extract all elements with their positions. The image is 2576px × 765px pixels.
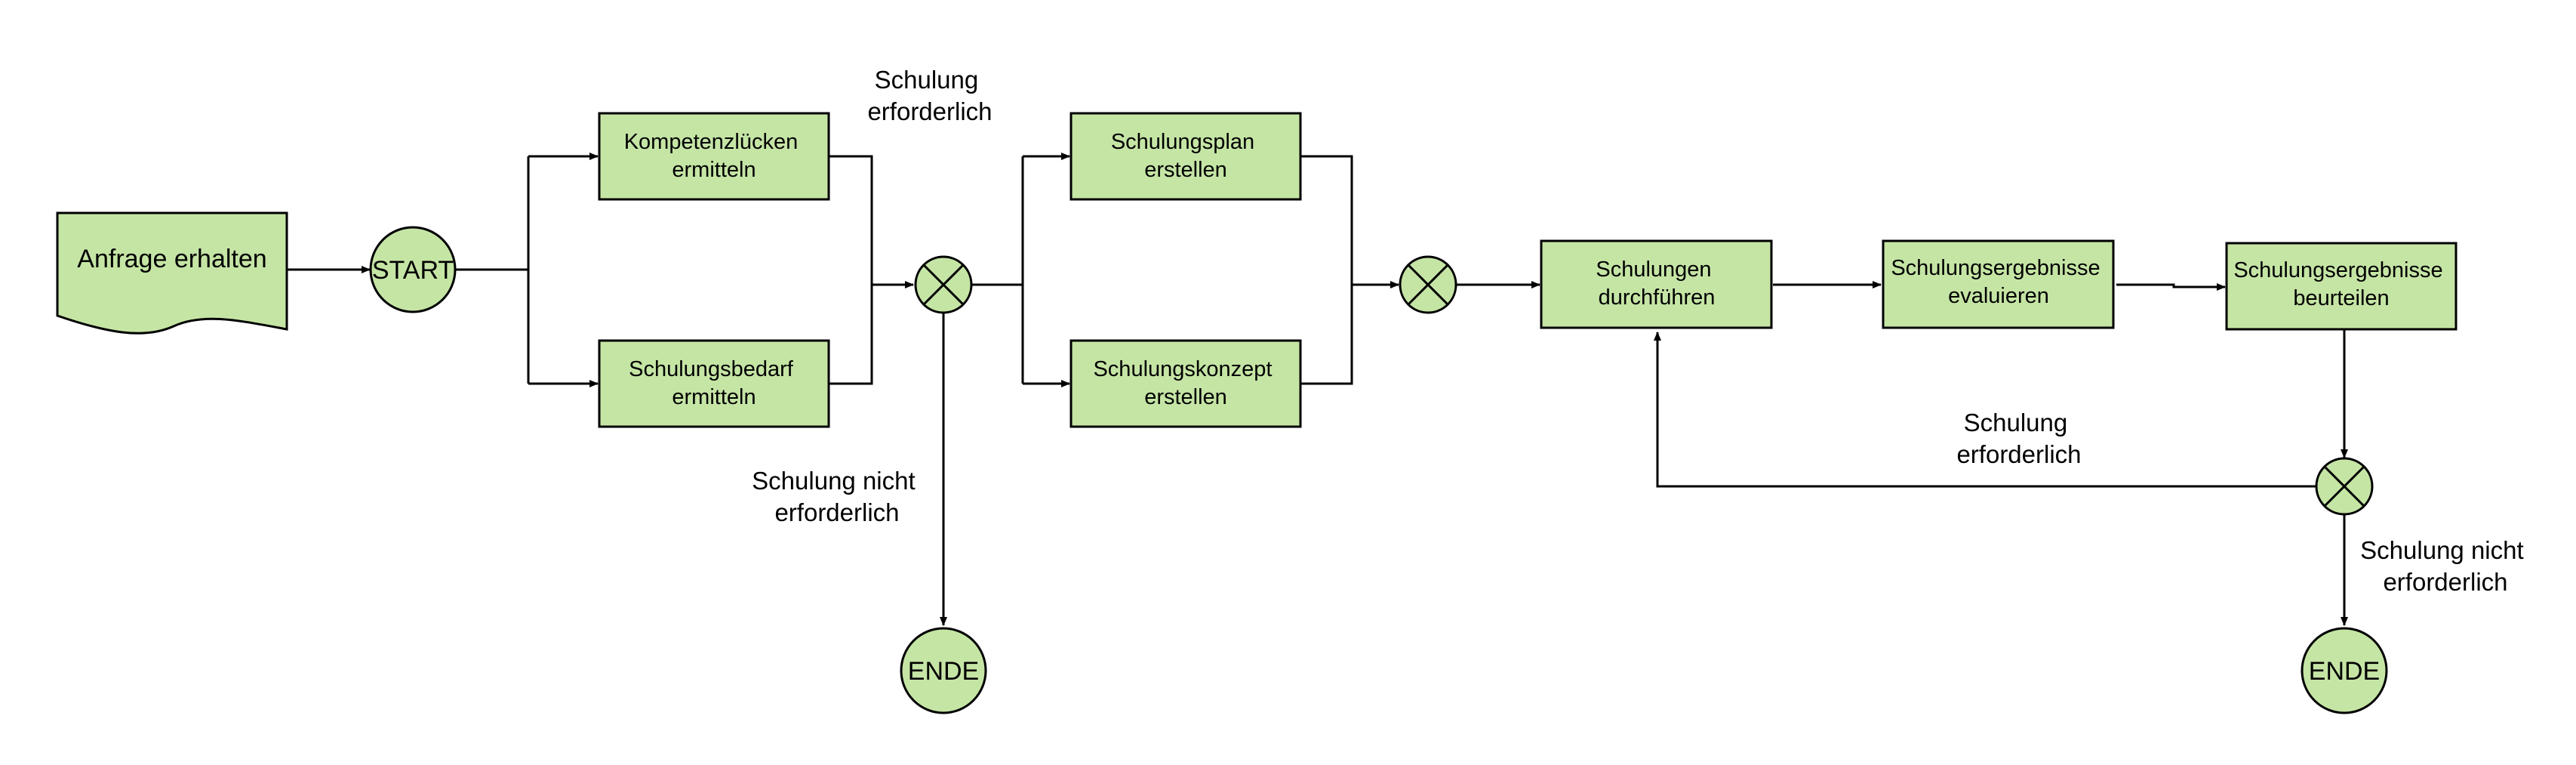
end-1-label: ENDE bbox=[908, 657, 979, 686]
edge-evaluieren-beurteilen bbox=[2116, 283, 2226, 291]
node-anfrage-line-1: Anfrage erhalten bbox=[77, 245, 266, 273]
svg-text:Schulung nicht erforderl: Schulung nicht erforderlich bbox=[752, 467, 922, 526]
task-bedarf-line-1: Schulungsbedarf bbox=[629, 357, 794, 381]
edge-kompetenz-join bbox=[829, 155, 873, 385]
start-label: START bbox=[372, 256, 454, 285]
task-plan-line-2: erstellen bbox=[1144, 158, 1227, 182]
svg-text:Schulungsergebnisse beur: Schulungsergebnisse beurteilen bbox=[2233, 258, 2448, 310]
task-schulungen-durchfuehren: Schulungen durchführen bbox=[1540, 239, 1773, 329]
svg-text:Anfrage erhalten: Anfrage erhalten bbox=[77, 245, 266, 273]
task-schulungsplan-erstellen: Schulungsplan erstellen bbox=[1069, 112, 1302, 201]
label-required-top-line-2: erforderlich bbox=[867, 97, 992, 125]
svg-text:Schulung nicht erforderl: Schulung nicht erforderlich bbox=[2360, 536, 2531, 596]
label-not-required-left-line-2: erforderlich bbox=[774, 498, 899, 526]
end-event-1: ENDE bbox=[900, 627, 987, 714]
exclusive-gateway-3 bbox=[2315, 457, 2374, 516]
end-2-label: ENDE bbox=[2309, 657, 2380, 686]
end-event-2: ENDE bbox=[2301, 627, 2388, 714]
task-evaluieren-line-1: Schulungsergebnisse bbox=[1891, 256, 2100, 280]
svg-text:Schulung erforderlich: Schulung erforderlich bbox=[1956, 409, 2081, 468]
label-required-loop-line-2: erforderlich bbox=[1956, 440, 2081, 468]
task-schulungsbedarf-ermitteln: Schulungsbedarf ermitteln bbox=[598, 339, 830, 428]
svg-text:Schulungsbedarf ermittel: Schulungsbedarf ermitteln bbox=[629, 357, 799, 409]
svg-text:START: START bbox=[372, 256, 454, 285]
svg-text:Schulungskonzept erstell: Schulungskonzept erstellen bbox=[1093, 357, 1278, 409]
task-durchfuehren-line-2: durchführen bbox=[1599, 285, 1716, 310]
node-anfrage-erhalten: Anfrage erhalten bbox=[56, 211, 288, 335]
task-plan-line-1: Schulungsplan bbox=[1111, 130, 1254, 154]
edge-plan-join2 bbox=[1300, 155, 1353, 385]
label-schulung-erforderlich-top: Schulung erforderlich bbox=[867, 66, 992, 125]
task-beurteilen-line-2: beurteilen bbox=[2293, 286, 2389, 310]
svg-text:Schulungsplan erstellen: Schulungsplan erstellen bbox=[1111, 130, 1260, 182]
svg-text:ENDE: ENDE bbox=[2309, 657, 2380, 686]
start-event: START bbox=[369, 226, 457, 313]
exclusive-gateway-1 bbox=[914, 255, 973, 314]
connectors bbox=[287, 153, 2348, 626]
label-required-loop-line-1: Schulung bbox=[1964, 409, 2068, 436]
task-schulungsergebnisse-evaluieren: Schulungsergebnisse evaluieren bbox=[1882, 239, 2115, 329]
edge-gateway3-loop bbox=[1654, 332, 2316, 488]
task-konzept-line-1: Schulungskonzept bbox=[1093, 357, 1272, 381]
task-kompetenz-line-1: Kompetenzlücken bbox=[624, 130, 799, 154]
label-not-required-right-line-1: Schulung nicht bbox=[2360, 536, 2523, 564]
svg-text:Schulungsergebnisse eval: Schulungsergebnisse evaluieren bbox=[1891, 256, 2106, 308]
task-schulungskonzept-erstellen: Schulungskonzept erstellen bbox=[1069, 339, 1302, 428]
label-schulung-nicht-erforderlich-right: Schulung nicht erforderlich bbox=[2360, 536, 2531, 596]
label-schulung-nicht-erforderlich-left: Schulung nicht erforderlich bbox=[752, 467, 922, 526]
task-evaluieren-line-2: evaluieren bbox=[1948, 284, 2049, 308]
task-bedarf-line-2: ermitteln bbox=[672, 385, 756, 409]
task-schulungsergebnisse-beurteilen: Schulungsergebnisse beurteilen bbox=[2225, 242, 2458, 331]
svg-text:Schulungen durchführen: Schulungen durchführen bbox=[1596, 258, 1717, 310]
svg-text:ENDE: ENDE bbox=[908, 657, 979, 686]
label-not-required-left-line-1: Schulung nicht bbox=[752, 467, 915, 495]
task-konzept-line-2: erstellen bbox=[1144, 385, 1227, 409]
task-kompetenzluecken-ermitteln: Kompetenzlücken ermitteln bbox=[598, 112, 830, 201]
label-required-top-line-1: Schulung bbox=[875, 66, 979, 94]
label-not-required-right-line-2: erforderlich bbox=[2383, 568, 2507, 596]
label-schulung-erforderlich-loop: Schulung erforderlich bbox=[1956, 409, 2081, 468]
task-durchfuehren-line-1: Schulungen bbox=[1596, 258, 1711, 282]
svg-text:Kompetenzlücken ermittel: Kompetenzlücken ermitteln bbox=[624, 130, 805, 182]
task-kompetenz-line-2: ermitteln bbox=[672, 158, 756, 182]
svg-text:Schulung erforderlich: Schulung erforderlich bbox=[867, 66, 992, 125]
exclusive-gateway-2 bbox=[1399, 255, 1457, 314]
task-beurteilen-line-1: Schulungsergebnisse bbox=[2233, 258, 2442, 282]
